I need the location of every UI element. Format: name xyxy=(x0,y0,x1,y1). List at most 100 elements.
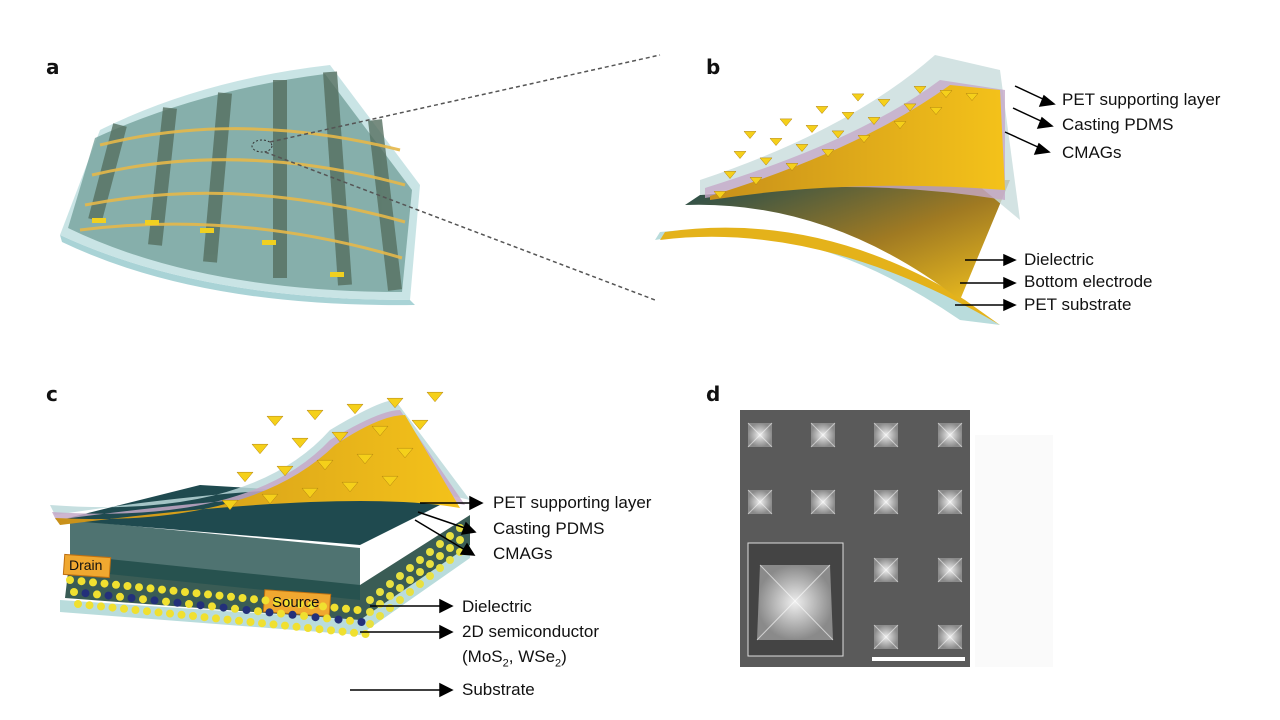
label-dielectric-c: Dielectric xyxy=(462,597,532,616)
drain-label: Drain xyxy=(69,557,103,573)
atom xyxy=(406,564,414,572)
atom xyxy=(150,596,159,605)
label-pet-supporting-layer-c: PET supporting layer xyxy=(493,493,652,512)
pyramid-edges xyxy=(873,557,899,583)
cmag-pyramid xyxy=(795,144,809,152)
cmag-pyramid xyxy=(939,90,953,98)
atom xyxy=(250,595,258,604)
panel-c-atoms xyxy=(66,524,464,638)
atom xyxy=(116,592,124,601)
cmag-pyramid xyxy=(743,131,757,139)
cmag-pyramid xyxy=(276,465,294,477)
atom xyxy=(296,600,304,608)
atom xyxy=(426,560,434,568)
atom xyxy=(166,609,174,618)
pyramid-edges xyxy=(937,557,963,583)
label-cmags-c: CMAGs xyxy=(493,544,553,563)
cmag-pyramid xyxy=(251,443,269,455)
cmag-pyramid xyxy=(266,415,284,427)
atom xyxy=(416,556,424,564)
sem-pyramid xyxy=(810,489,836,515)
atom xyxy=(131,606,140,614)
atom xyxy=(330,603,339,612)
atom xyxy=(366,620,374,628)
atom xyxy=(366,596,374,604)
pyramid-edges xyxy=(747,489,773,515)
cmag-pyramid xyxy=(341,481,359,493)
atom xyxy=(231,604,239,613)
atom xyxy=(215,591,224,600)
atom xyxy=(436,564,444,572)
panel-c-pyramids xyxy=(221,391,444,511)
formula-part: , WSe xyxy=(508,647,556,666)
sem-pyramid xyxy=(937,489,963,515)
atom xyxy=(246,618,255,626)
cmag-pyramid xyxy=(903,103,917,112)
pyramid-edges xyxy=(937,422,963,448)
atom xyxy=(446,556,454,564)
atom xyxy=(323,614,331,623)
atom xyxy=(319,602,327,611)
atom xyxy=(416,580,424,588)
atom xyxy=(81,589,90,598)
atom xyxy=(146,584,155,593)
cmag-pyramid xyxy=(841,112,855,120)
atom xyxy=(112,580,120,589)
atom xyxy=(376,612,384,620)
atom xyxy=(93,590,101,599)
atom xyxy=(300,612,308,620)
atom xyxy=(261,596,270,605)
atom xyxy=(396,596,404,604)
atom xyxy=(200,613,209,622)
atom xyxy=(353,606,362,614)
atom xyxy=(127,594,136,602)
atom xyxy=(376,600,384,608)
atom xyxy=(446,532,454,540)
formula-part: (MoS xyxy=(462,647,503,666)
label-pet-substrate-b: PET substrate xyxy=(1024,295,1132,314)
atom xyxy=(350,628,358,637)
atom xyxy=(284,598,293,607)
atom xyxy=(208,602,216,611)
atom xyxy=(277,609,285,618)
label-dielectric-b: Dielectric xyxy=(1024,250,1094,269)
atom xyxy=(396,572,404,580)
atom xyxy=(361,630,370,638)
atom xyxy=(135,583,143,592)
atom xyxy=(104,591,113,600)
atom xyxy=(346,616,354,625)
atom xyxy=(446,544,454,552)
cmag-pyramid xyxy=(356,453,374,465)
panel-label-b: b xyxy=(706,55,721,79)
atom xyxy=(143,607,151,616)
cmag-pyramid xyxy=(805,125,819,133)
atom xyxy=(154,608,163,617)
atom xyxy=(169,586,178,595)
atom xyxy=(288,610,297,619)
sem-pyramid xyxy=(747,489,773,515)
panel-a-device-array xyxy=(60,65,420,306)
atom xyxy=(158,585,166,594)
atom xyxy=(307,601,316,610)
atom xyxy=(212,614,220,623)
atom xyxy=(227,592,235,601)
atom xyxy=(416,568,424,576)
atom xyxy=(315,625,324,634)
atom xyxy=(386,580,394,588)
atom xyxy=(426,548,434,556)
atom xyxy=(334,615,343,624)
sem-pyramid xyxy=(810,422,836,448)
cmag-pyramid xyxy=(221,499,239,511)
sem-inset-pyramid xyxy=(756,564,834,641)
sem-pyramid xyxy=(873,624,899,650)
panel-label-c: c xyxy=(46,382,58,406)
atom xyxy=(273,597,281,606)
atom xyxy=(311,613,320,622)
label-casting-pdms-b: Casting PDMS xyxy=(1062,115,1174,134)
atom xyxy=(77,577,86,586)
pyramid-edges xyxy=(873,422,899,448)
atom xyxy=(376,588,384,596)
label-casting-pdms-c: Casting PDMS xyxy=(493,519,605,538)
panel-c-transistor xyxy=(50,400,470,635)
atom xyxy=(108,603,117,612)
